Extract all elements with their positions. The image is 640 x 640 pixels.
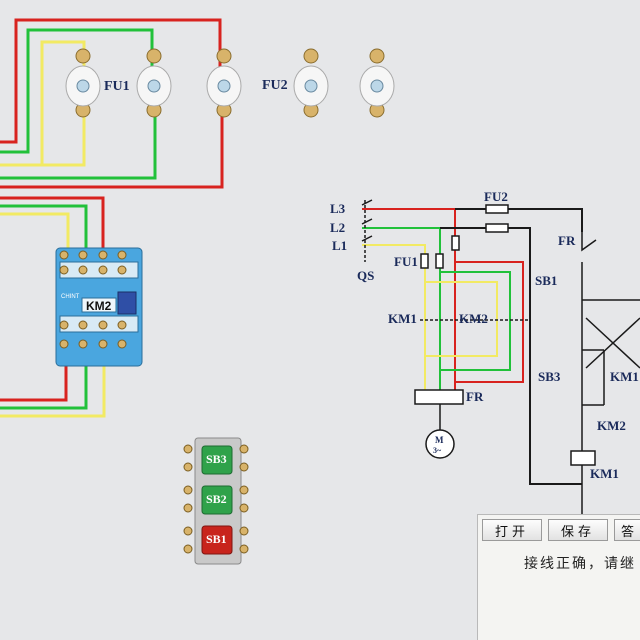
schem-motor-m: M <box>435 435 444 445</box>
schem-km2-aux: KM2 <box>597 418 626 433</box>
schem-fr-main: FR <box>466 389 484 404</box>
fu2-label: FU2 <box>262 78 288 93</box>
schem-qs: QS <box>357 268 375 283</box>
pushbutton-sb1[interactable] <box>201 525 233 555</box>
pushbutton-sb3-label: SB3 <box>206 452 227 466</box>
schem-l1: L1 <box>332 238 348 253</box>
schem-km2-main: KM2 <box>459 311 488 326</box>
schem-fu1: FU1 <box>394 254 418 269</box>
fuse-holder-group <box>65 48 395 118</box>
schem-l2: L2 <box>330 220 346 235</box>
schematic-main-circuit <box>362 208 583 485</box>
schem-sb1: SB1 <box>535 273 558 288</box>
fuse-fu1-b[interactable] <box>136 48 172 118</box>
fuse-fu2-b[interactable] <box>359 48 395 118</box>
pushbutton-sb3[interactable] <box>201 445 233 475</box>
status-message: 接线正确，请继 <box>524 556 636 572</box>
fu1-label: FU1 <box>104 79 130 94</box>
fuse-fu2-a[interactable] <box>293 48 329 118</box>
contactor-brand: CHINT <box>61 294 80 300</box>
fuse-fu1-c[interactable] <box>206 48 242 118</box>
schem-motor-3: 3~ <box>433 446 442 455</box>
schem-km1-coil: KM1 <box>590 466 619 481</box>
pushbutton-sb2-label: SB2 <box>206 492 227 506</box>
contactor-km2[interactable] <box>55 247 143 367</box>
schem-fu2: FU2 <box>484 189 508 204</box>
pushbutton-sb2[interactable] <box>201 485 233 515</box>
contactor-label: KM2 <box>86 299 112 313</box>
pushbutton-sb1-label: SB1 <box>206 532 227 546</box>
answer-button[interactable]: 答 <box>614 519 640 541</box>
schem-fr-ctrl: FR <box>558 233 576 248</box>
schem-sb3: SB3 <box>538 369 561 384</box>
fuse-fu1-a[interactable] <box>65 48 101 118</box>
save-button[interactable]: 保存 <box>548 519 608 541</box>
schem-km1-aux: KM1 <box>610 369 639 384</box>
schematic-symbols <box>361 199 640 560</box>
pushbutton-station <box>183 437 249 565</box>
open-button[interactable]: 打开 <box>482 519 542 541</box>
schem-l3: L3 <box>330 201 346 216</box>
control-panel: 打开 保存 答 接线正确，请继 <box>477 514 640 640</box>
schem-km1-main: KM1 <box>388 311 417 326</box>
